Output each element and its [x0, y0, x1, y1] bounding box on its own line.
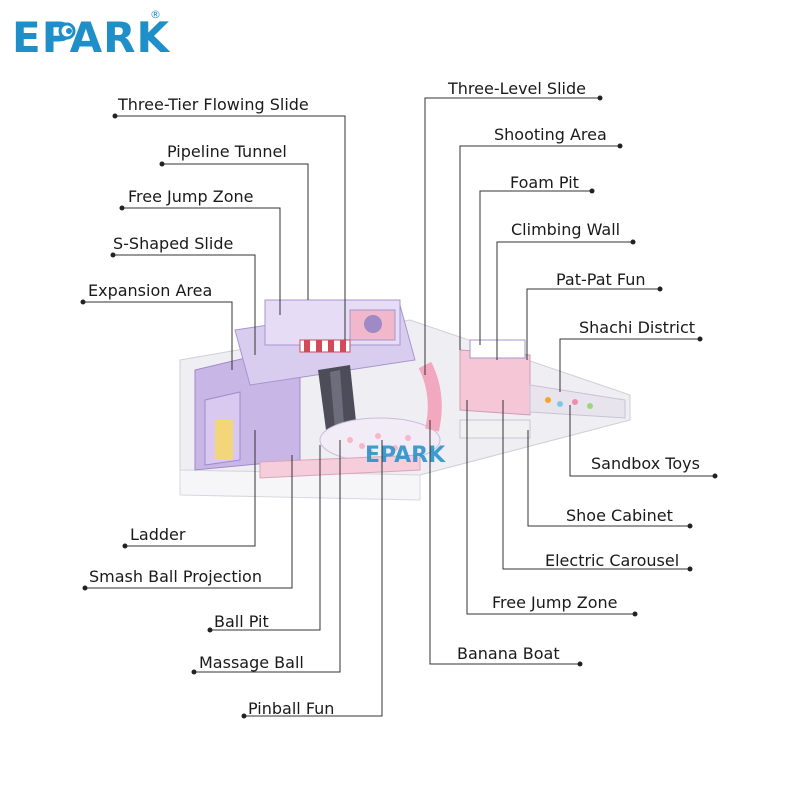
label-ball-pit: Ball Pit: [214, 612, 269, 631]
label-shooting-area: Shooting Area: [494, 125, 607, 144]
shoe-cabinet: [459, 419, 531, 439]
leader-dots: [80, 95, 718, 719]
label-smash-ball-projection: Smash Ball Projection: [89, 567, 262, 586]
logo-pupil-icon: [66, 28, 72, 34]
label-banana-boat: Banana Boat: [457, 644, 560, 663]
label-climbing-wall: Climbing Wall: [511, 220, 620, 239]
label-ladder: Ladder: [130, 525, 186, 544]
label-pinball-fun: Pinball Fun: [248, 699, 334, 718]
striped-awning: [299, 339, 351, 353]
label-shachi-district: Shachi District: [579, 318, 695, 337]
slide-lane: [330, 370, 345, 440]
label-electric-carousel: Electric Carousel: [545, 551, 679, 570]
three-level-slide: [418, 361, 442, 432]
right-building: [459, 349, 531, 416]
pit-balls: [347, 433, 411, 455]
label-pipeline-tunnel: Pipeline Tunnel: [167, 142, 287, 161]
labels-left: Three-Tier Flowing Slide Pipeline Tunnel…: [88, 95, 334, 718]
leader-lines: [83, 97, 715, 717]
label-free-jump-zone-left: Free Jump Zone: [128, 187, 253, 206]
sandbox-toys: [545, 397, 593, 409]
tower-box: [349, 309, 396, 341]
label-three-level-slide: Three-Level Slide: [447, 79, 586, 98]
label-three-tier-flowing-slide: Three-Tier Flowing Slide: [117, 95, 309, 114]
registered-mark: ®: [150, 8, 161, 21]
label-free-jump-zone-right: Free Jump Zone: [492, 593, 617, 612]
label-s-shaped-slide: S-Shaped Slide: [113, 234, 233, 253]
playground-illustration: EPARK: [179, 299, 631, 501]
label-shoe-cabinet: Shoe Cabinet: [566, 506, 673, 525]
label-pat-pat-fun: Pat-Pat Fun: [556, 270, 645, 289]
labels-right: Three-Level Slide Shooting Area Foam Pit…: [447, 79, 700, 663]
label-expansion-area: Expansion Area: [88, 281, 212, 300]
logo-text: EPARK: [12, 13, 170, 62]
castle-door: [215, 420, 233, 460]
label-foam-pit: Foam Pit: [510, 173, 579, 192]
label-sandbox-toys: Sandbox Toys: [591, 454, 700, 473]
playground-watermark: EPARK: [365, 443, 446, 468]
label-massage-ball: Massage Ball: [199, 653, 304, 672]
epark-logo: EPARK ®: [12, 8, 170, 62]
tower-eye-icon: [364, 315, 382, 333]
